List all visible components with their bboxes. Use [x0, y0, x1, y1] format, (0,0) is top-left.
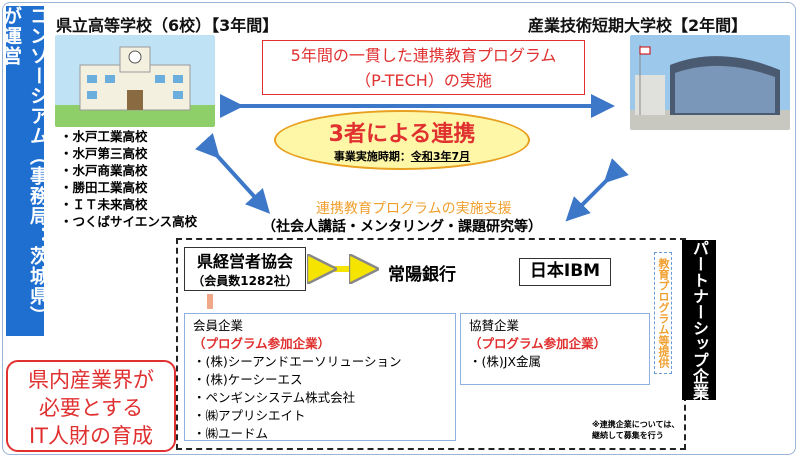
sponsor-companies-box: 協賛企業 （プログラム参加企業） ・(株)JX金属	[460, 313, 650, 385]
list-item: ・ＩＴ未来高校	[60, 197, 148, 212]
sponsor-sub: （プログラム参加企業）	[469, 336, 607, 351]
note-line: 継続して募集を行う	[592, 431, 664, 440]
program-line: 5年間の一貫した連携教育プログラム	[290, 46, 557, 65]
program-box: 5年間の一貫した連携教育プログラム （P-TECH）の実施	[262, 40, 585, 95]
goal-line: IT人財の育成	[28, 424, 154, 448]
note: ※連携企業については、 継続して募集を行う	[592, 419, 679, 441]
member-title: 会員企業	[193, 318, 244, 333]
collab-title: 3者による連携	[328, 122, 476, 147]
list-item: ・つくばサイエンス高校	[60, 214, 198, 229]
list-item: ・(株)ケーシーエス	[193, 372, 303, 387]
list-item: ・水戸商業高校	[60, 163, 148, 178]
collaboration-ellipse: 3者による連携 事業実施時期：令和3年7月	[274, 110, 530, 170]
left-diagonal-arrow	[195, 133, 271, 214]
list-item: ・(株)シーアンドエーソリューション	[193, 354, 402, 369]
partner-banner: パートナーシップ企業	[682, 240, 716, 400]
member-sub: （プログラム参加企業）	[193, 336, 331, 351]
high-school-image	[55, 35, 215, 127]
association-members: （会員数1282社）	[192, 274, 298, 288]
high-school-title: 県立高等学校（6校）【3年間】	[56, 16, 279, 35]
program-line: （P-TECH）の実施	[355, 71, 492, 90]
bank-name: 常陽銀行	[388, 265, 456, 285]
period-label: 事業実施時期：	[333, 150, 411, 163]
association-box: 県経営者協会 （会員数1282社）	[184, 247, 306, 291]
goal-line: 県内産業界が	[28, 368, 154, 392]
list-item: ・㈱アプリシエイト	[193, 408, 306, 423]
list-item: ・㈱ユードム	[193, 426, 269, 441]
list-item: ・勝田工業高校	[60, 180, 148, 195]
sponsor-title: 協賛企業	[469, 318, 520, 333]
consortium-banner: コンソーシアム（事務局：茨城県）が運営	[0, 6, 49, 336]
support-detail: （社会人講話・メンタリング・課題研究等）	[262, 219, 542, 235]
provision-label: 教育プログラム等提供	[654, 252, 672, 374]
list-item: ・水戸工業高校	[60, 129, 148, 144]
note-line: ※連携企業については、	[592, 420, 680, 429]
goal-box: 県内産業界が 必要とする IT人財の育成	[6, 360, 176, 452]
support-title: 連携教育プログラムの実施支援	[316, 201, 512, 217]
ibm-box: 日本IBM	[519, 258, 611, 286]
college-title: 産業技術短期大学校【2年間】	[528, 16, 748, 35]
member-companies-box: 会員企業 （プログラム参加企業） ・(株)シーアンドエーソリューション ・(株)…	[184, 313, 456, 441]
goal-line: 必要とする	[38, 396, 144, 420]
right-diagonal-arrow	[565, 158, 629, 222]
list-item: ・水戸第三高校	[60, 146, 148, 161]
college-image	[630, 35, 790, 130]
outer-frame	[2, 2, 796, 455]
period-value: 令和3年7月	[410, 150, 471, 163]
list-item: ・(株)JX金属	[469, 354, 542, 369]
list-item: ・ペンギンシステム株式会社	[193, 390, 356, 405]
association-name: 県経営者協会	[196, 252, 293, 271]
school-list: ・水戸工業高校 ・水戸第三高校 ・水戸商業高校 ・勝田工業高校 ・ＩＴ未来高校 …	[60, 128, 197, 230]
